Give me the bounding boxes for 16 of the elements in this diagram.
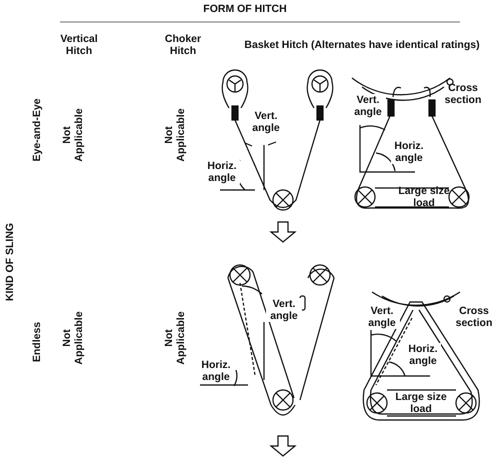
column-heading: Vertical Hitch bbox=[59, 33, 99, 57]
angle-label: Vert. angle bbox=[266, 298, 302, 322]
table-note: Not Applicable bbox=[163, 107, 187, 164]
table-note: Not Applicable bbox=[61, 310, 85, 367]
diagram-label: Cross section bbox=[444, 82, 482, 106]
diagram-label: Large size load bbox=[394, 391, 448, 415]
row-group-heading: KIND OF SLING bbox=[4, 222, 16, 304]
diagram-label: Cross section bbox=[454, 305, 494, 329]
table-note: Not Applicable bbox=[61, 107, 85, 164]
diagram-label: Large size load bbox=[397, 185, 451, 209]
row-heading: Eye-and-Eye bbox=[31, 97, 43, 164]
row-heading: Endless bbox=[31, 320, 43, 364]
column-heading: Basket Hitch (Alternates have identical ratings) bbox=[243, 39, 481, 51]
column-heading: Choker Hitch bbox=[164, 33, 202, 57]
table-note: Not Applicable bbox=[163, 310, 187, 367]
section-heading: FORM OF HITCH bbox=[202, 3, 288, 15]
